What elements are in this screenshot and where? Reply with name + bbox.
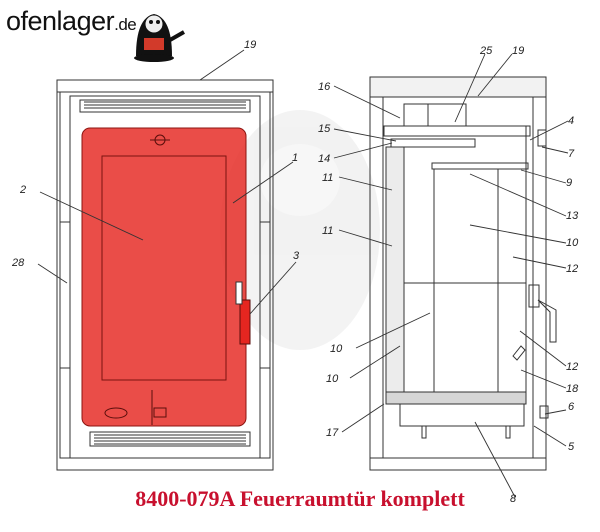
label-part-8: 8 [510, 493, 517, 505]
label-part-10-left-lower: 10 [326, 373, 339, 385]
label-part-18: 18 [566, 383, 579, 395]
combustion-door-highlight [81, 127, 251, 427]
label-part-11-lower: 11 [322, 225, 333, 237]
label-part-16: 16 [318, 81, 331, 93]
section-view [369, 76, 557, 471]
label-part-19-section: 19 [512, 45, 524, 57]
label-part-4: 4 [568, 115, 574, 127]
label-part-10-right: 10 [566, 237, 579, 249]
label-part-17: 17 [326, 427, 339, 439]
label-part-15: 15 [318, 123, 331, 135]
top-vent-grille [79, 99, 251, 113]
part-caption: 8400-079A Feuerraumtür komplett [135, 486, 465, 511]
label-part-7: 7 [568, 148, 575, 160]
brand-name: ofenlager [6, 6, 115, 36]
label-part-25: 25 [479, 45, 493, 57]
label-part-1: 1 [292, 152, 298, 164]
label-part-11-upper: 11 [322, 172, 333, 184]
label-part-28: 28 [11, 257, 25, 269]
brand-tld: .de [114, 15, 137, 34]
label-part-10-left-upper: 10 [330, 343, 343, 355]
label-part-13: 13 [566, 210, 579, 222]
label-part-2: 2 [19, 184, 26, 196]
label-part-6: 6 [568, 401, 575, 413]
part-number-labels: 19 1 2 3 28 25 19 16 15 14 11 11 10 10 1… [11, 39, 579, 505]
mascot-logo [134, 14, 185, 62]
front-view [56, 79, 274, 471]
label-part-14: 14 [318, 153, 330, 165]
section-leader-lines [333, 53, 569, 498]
label-part-12-upper: 12 [566, 263, 578, 275]
label-part-3: 3 [293, 250, 300, 262]
label-part-12-lower: 12 [566, 361, 578, 373]
front-leader-lines [37, 49, 297, 315]
label-part-5: 5 [568, 441, 575, 453]
label-part-19-front: 19 [244, 39, 256, 51]
brand-logo-text: ofenlager.de [6, 6, 137, 37]
label-part-9: 9 [566, 177, 572, 189]
bottom-vent-grille [89, 431, 251, 447]
